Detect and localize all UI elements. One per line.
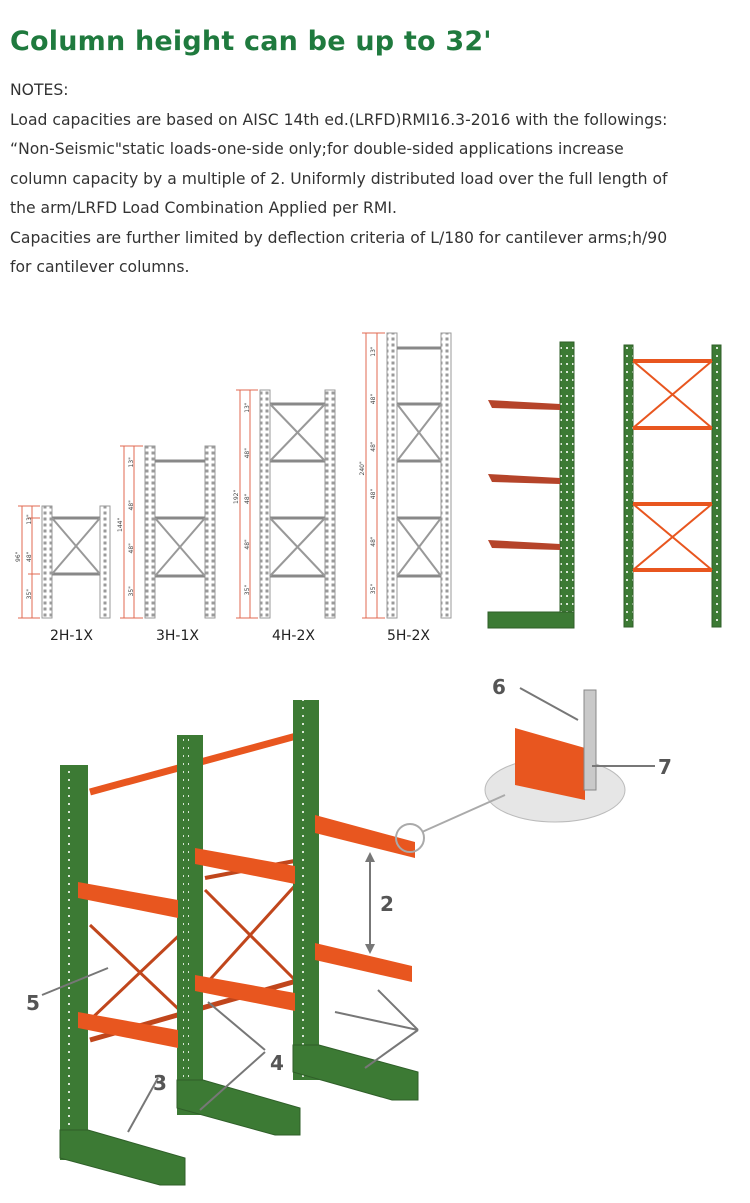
rack-3d-illustration: [41, 687, 655, 1186]
dimension-total-label: 96": [15, 551, 22, 562]
rack-elevation-5h-2x: [362, 332, 452, 619]
rack-elevation-2h-1x: [18, 505, 111, 619]
callout-number: 3: [153, 1071, 167, 1095]
dimension-total-label: 192": [233, 490, 240, 504]
notes-line: Load capacities are based on AISC 14th e…: [10, 110, 668, 129]
cantilever-side-view: [487, 341, 575, 629]
dimension-label: 48": [370, 441, 377, 452]
rack-elevation-4h-2x: [236, 389, 336, 619]
callout-number: 7: [658, 755, 672, 779]
dimension-total-label: 144": [117, 518, 124, 532]
callout-number: 4: [270, 1051, 284, 1075]
dimension-label: 13": [244, 402, 251, 413]
dimension-label: 48": [128, 500, 135, 511]
dimension-total-label: 240": [359, 461, 366, 475]
dimension-label: 48": [370, 536, 377, 547]
notes-line: “Non-Seismic"static loads-one-side only;…: [10, 140, 624, 158]
dimension-label: 35": [370, 584, 377, 595]
dimension-label: 13": [26, 514, 33, 525]
dimension-label: 48": [128, 543, 135, 554]
callout-number: 2: [380, 892, 394, 916]
notes-label: NOTES:: [10, 81, 69, 99]
callout-number: 6: [492, 675, 506, 699]
dimension-label: 13": [370, 346, 377, 357]
rack-elevation-3h-1x: [120, 445, 216, 619]
notes-line: column capacity by a multiple of 2. Unif…: [10, 169, 668, 188]
config-label: 3H-1X: [156, 628, 199, 644]
dimension-label: 35": [128, 586, 135, 597]
callout-number: 5: [26, 991, 40, 1015]
notes-block: NOTES: Load capacities are based on AISC…: [10, 76, 746, 283]
notes-line: the arm/LRFD Load Combination Applied pe…: [10, 199, 397, 217]
dimension-label: 48": [370, 489, 377, 500]
dimension-label: 35": [26, 589, 33, 600]
config-label: 2H-1X: [50, 628, 93, 644]
dimension-label: 48": [370, 394, 377, 405]
config-label: 5H-2X: [387, 628, 430, 644]
dimension-label: 48": [244, 493, 251, 504]
dimension-label: 13": [128, 457, 135, 468]
dimension-label: 48": [244, 539, 251, 550]
dimension-label: 48": [26, 551, 33, 562]
notes-line: for cantilever columns.: [10, 258, 190, 276]
page-title: Column height can be up to 32': [10, 26, 492, 57]
config-label: 4H-2X: [272, 628, 315, 644]
dimension-label: 35": [244, 585, 251, 596]
dimension-label: 48": [244, 448, 251, 459]
notes-line: Capacities are further limited by deflec…: [10, 228, 668, 247]
cantilever-front-view: [623, 344, 722, 628]
